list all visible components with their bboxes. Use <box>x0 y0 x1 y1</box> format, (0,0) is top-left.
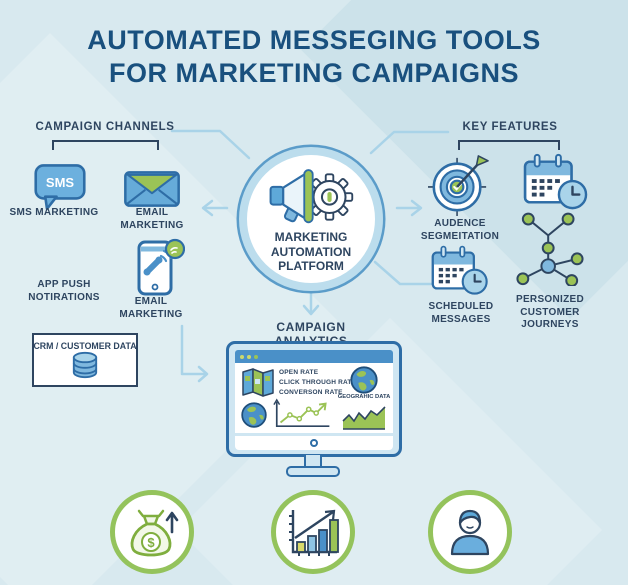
campaign-channels-bracket <box>52 140 159 150</box>
customer-journey-network-icon <box>512 210 588 291</box>
browser-dot <box>254 354 258 359</box>
metric-click-through-rate: CLICK THROUGH RATE <box>279 379 357 386</box>
audience-target-icon <box>428 154 490 221</box>
map-icon <box>242 368 274 397</box>
calendar-clock-icon <box>522 152 592 217</box>
audience-segmentation-label: AUDENCE SEGMEITATION <box>420 218 500 242</box>
browser-dot <box>247 354 251 359</box>
page-title: AUTOMATED MESSEGING TOOLS FOR MARKETING … <box>0 24 628 90</box>
money-bag-icon: $ <box>130 509 179 557</box>
area-chart-icon <box>342 406 386 430</box>
sms-marketing-label: SMS MARKETING <box>9 207 99 218</box>
title-line-1: AUTOMATED MESSEGING TOOLS <box>87 25 541 55</box>
revenue-growth-circle: $ <box>110 490 194 574</box>
email-envelope-icon <box>122 168 182 215</box>
key-features-heading: KEY FEATURES <box>462 121 558 133</box>
marketing-automation-platform-circle: MARKETING AUTOMATION PLATFORM <box>239 147 383 291</box>
platform-label: MARKETING AUTOMATION PLATFORM <box>270 230 352 273</box>
person-icon <box>450 509 490 556</box>
globe-icon <box>241 402 267 428</box>
browser-bar <box>235 350 393 363</box>
sms-bubble-icon: SMS <box>32 162 88 219</box>
scheduled-messages-label: SCHEDULED MESSAGES <box>428 301 494 325</box>
globe-icon <box>350 366 378 394</box>
monitor-bezel <box>235 436 393 450</box>
app-push-notifications-label: APP PUSH NOTIRATIONS <box>28 279 100 303</box>
analytics-monitor: OPEN RATE CLICK THROUGH RATE CONVERSON R… <box>226 341 402 457</box>
geographic-data-label: GEOGRAHIC DATA <box>337 394 391 400</box>
personalized-customer-journeys-label: PERSONIZED CUSTOMER JOURNEYS <box>515 294 584 330</box>
phone-email-marketing-label: EMAIL MARKETING <box>119 296 183 320</box>
database-icon <box>72 351 98 379</box>
key-features-bracket <box>458 140 560 150</box>
megaphone-gear-icon <box>269 169 354 224</box>
svg-text:$: $ <box>147 535 155 550</box>
title-line-2: FOR MARKETING CAMPAIGNS <box>109 58 519 88</box>
chart-growth-circle <box>271 490 355 574</box>
crm-customer-data-box: CRM / CUSTOMER DATA <box>32 333 138 387</box>
analytics-screen: OPEN RATE CLICK THROUGH RATE CONVERSON R… <box>235 363 393 433</box>
metrics-list: OPEN RATE CLICK THROUGH RATE CONVERSON R… <box>279 368 356 398</box>
sms-icon-text: SMS <box>46 175 75 190</box>
growth-chart-icon <box>289 509 339 556</box>
scheduled-messages-calendar-icon <box>430 244 492 302</box>
monitor-stand-base <box>286 466 340 477</box>
metric-open-rate: OPEN RATE <box>279 369 319 376</box>
line-chart-icon <box>273 398 330 428</box>
customer-circle <box>428 490 512 574</box>
campaign-channels-heading: CAMPAIGN CHANNELS <box>35 121 175 133</box>
browser-dot <box>240 354 244 359</box>
crm-label: CRM / CUSTOMER DATA <box>33 341 137 351</box>
phone-push-notification-icon <box>133 236 186 303</box>
monitor-button <box>310 439 318 447</box>
email-marketing-label: EMAIL MARKETING <box>120 207 184 231</box>
metric-conversion-rate: CONVERSON RATE <box>279 389 343 396</box>
